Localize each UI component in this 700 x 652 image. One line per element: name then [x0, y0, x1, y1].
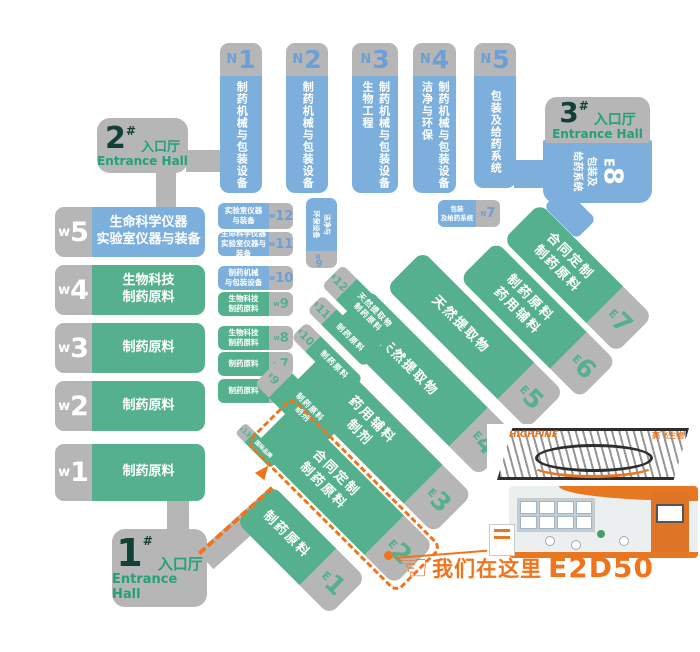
hall-w9-name: 生物科技 制药原料: [218, 292, 269, 316]
booth-tv-screen: [656, 504, 684, 523]
booth-number: E2D50: [548, 551, 654, 584]
hall-e8-name: 包装及 给药系统: [571, 151, 597, 192]
hall-n4-name: 制药机械与包装设备 洁净与环保: [413, 76, 456, 193]
booth-location-dot: [384, 551, 393, 560]
hall-n6: 洁净与 环保设备 N6: [306, 198, 337, 268]
hall-e8: E8 包装及 给药系统: [543, 140, 652, 203]
entrance-1-title-cn: 入口厅: [157, 555, 203, 573]
here-marker-text: 我们在这里: [432, 556, 543, 581]
booth-column: [651, 492, 689, 558]
booth-podium: [489, 524, 515, 556]
booth-table: [619, 536, 629, 546]
entrance-hall-2: 2#入口厅 Entrance Hall: [97, 118, 188, 173]
hall-n7-name: 包装 及给药系统: [438, 200, 476, 227]
corridor-connector: [167, 500, 189, 531]
hall-w7-name: 制药原料: [218, 352, 269, 376]
booth-table: [545, 536, 555, 546]
hall-w5-name: 生命科学仪器 实验室仪器与装备: [92, 207, 205, 257]
entrance-3-title-en: Entrance Hall: [552, 127, 643, 141]
booth-floor-strip: [509, 552, 698, 558]
booth-render: [509, 486, 698, 558]
hall-n1-name: 制药机械与包装设备: [220, 76, 262, 193]
corridor-connector-e8: [514, 160, 545, 188]
hall-w4-name: 生物科技 制药原料: [92, 265, 205, 315]
entrance-3-title-cn: 入口厅: [593, 112, 636, 128]
corridor-connector: [156, 168, 176, 210]
entrance-3-number: 3: [559, 96, 579, 129]
booth-table: [571, 540, 581, 550]
booth-poster-wall: [517, 498, 595, 532]
hall-w12-name: 实验室仪器 与装备: [218, 203, 269, 229]
corridor-connector: [186, 150, 224, 172]
pointing-hand-icon: ☜: [396, 546, 430, 589]
entrance-1-number: 1: [116, 531, 143, 575]
hall-n3-name: 制药机械与包装设备 生物工程: [352, 76, 398, 193]
hall-w3-name: 制药原料: [92, 323, 205, 373]
booth-truss-ring-accent: [529, 450, 657, 478]
hall-w1-name: 制药原料: [92, 444, 205, 501]
hall-e8-label: E8: [597, 158, 627, 185]
entrance-1-title-en: Entrance Hall: [112, 572, 178, 602]
entrance-2-title-en: Entrance Hall: [97, 153, 188, 168]
booth-photo: HIGHFINE 高飞生物: [487, 424, 700, 560]
booth-plant: [597, 530, 605, 538]
entrance-hall-3: 3#入口厅 Entrance Hall: [545, 97, 650, 143]
entrance-2-title-cn: 入口厅: [140, 139, 180, 155]
booth-brand-en: HIGHFINE: [509, 430, 558, 440]
booth-brand-cn: 高飞生物: [652, 431, 684, 440]
here-marker: ☜ 我们在这里 E2D50: [396, 549, 654, 586]
hall-n6-name: 洁净与 环保设备: [306, 198, 337, 251]
hall-w10-name: 制药机械 与包装设备: [218, 266, 269, 290]
hall-n6-label: N6: [306, 251, 337, 268]
hall-w11-name: 生命科学仪器 实验室仪器与装备: [218, 232, 269, 256]
entrance-2-number: 2: [105, 120, 126, 156]
hall-w2-name: 制药原料: [92, 381, 205, 431]
hall-w8-name: 生物科技 制药原料: [218, 326, 269, 350]
entrance-hall-1: 1#入口厅 Entrance Hall: [112, 529, 207, 607]
hall-n2-name: 制药机械与包装设备: [286, 76, 328, 193]
hall-n5-name: 包装及给药系统: [474, 76, 516, 188]
